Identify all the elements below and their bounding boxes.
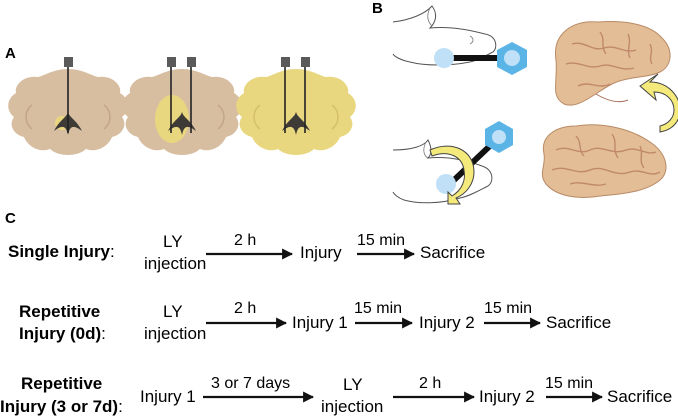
interval-label: 15 min [357,232,405,249]
step-sacrifice: Sacrifice [420,243,485,262]
row-label-repetitive-37d-line2: Injury (3 or 7d): [0,397,123,416]
timeline-repetitive-3-7d: Repetitive Injury (3 or 7d): Injury 1 3 … [0,374,672,416]
step-injury-1: Injury 1 [292,313,348,332]
brain-slice-1 [8,57,128,155]
panel-a-label: A [5,45,16,62]
step-ly-label: LY [343,375,363,394]
rotation-arrow-right [639,73,678,133]
interval-label: 2 h [234,300,256,317]
step-sacrifice: Sacrifice [546,313,611,332]
brain-photo-top [555,21,671,106]
step-ly-injection: injection [321,397,383,416]
step-ly-injection: injection [144,324,206,343]
bulb [436,174,456,194]
row-label-repetitive-0d-line1: Repetitive [19,302,100,321]
probe-head [64,57,73,67]
impact-paddle-top [434,42,527,75]
probe-head [187,57,196,67]
brain-slice-2 [122,57,242,155]
interval-label: 2 h [419,375,441,392]
interval-label: 3 or 7 days [211,375,290,392]
probe-head [281,57,290,67]
interval-label: 15 min [484,300,532,317]
step-injury-2: Injury 2 [479,387,535,406]
step-injury: Injury [300,243,342,262]
impact-paddle-bottom [436,121,513,194]
row-label-repetitive-37d-line1: Repetitive [21,374,102,393]
brain-slice-3 [236,57,356,155]
step-injury-1: Injury 1 [140,387,196,406]
row-label-repetitive-0d-line2: Injury (0d): [19,324,106,343]
step-sacrifice: Sacrifice [607,387,672,406]
ventricle [168,111,196,135]
step-ly-label: LY [163,232,183,251]
pig-head-top [392,5,497,66]
brain-photo-bottom [541,124,667,198]
interval-label: 15 min [545,375,593,392]
step-injury-2: Injury 2 [419,313,475,332]
panel-c-label: C [5,210,16,227]
interval-label: 2 h [234,232,256,249]
bulb [434,48,454,68]
panel-b-label: B [372,0,383,17]
rotation-arrow-left [429,145,475,205]
step-ly-label: LY [163,302,183,321]
lesion-medium [155,95,189,143]
probe-head [167,57,176,67]
timeline-repetitive-0d: Repetitive Injury (0d): LY injection 2 h… [19,300,611,343]
pig-head-bottom [392,139,493,204]
probe-head [301,57,310,67]
timeline-single-injury: Single Injury: LY injection 2 h Injury 1… [8,232,485,273]
row-label-single: Single Injury: [8,242,115,261]
step-ly-injection: injection [144,254,206,273]
ventricle [282,111,310,135]
interval-label: 15 min [354,300,402,317]
